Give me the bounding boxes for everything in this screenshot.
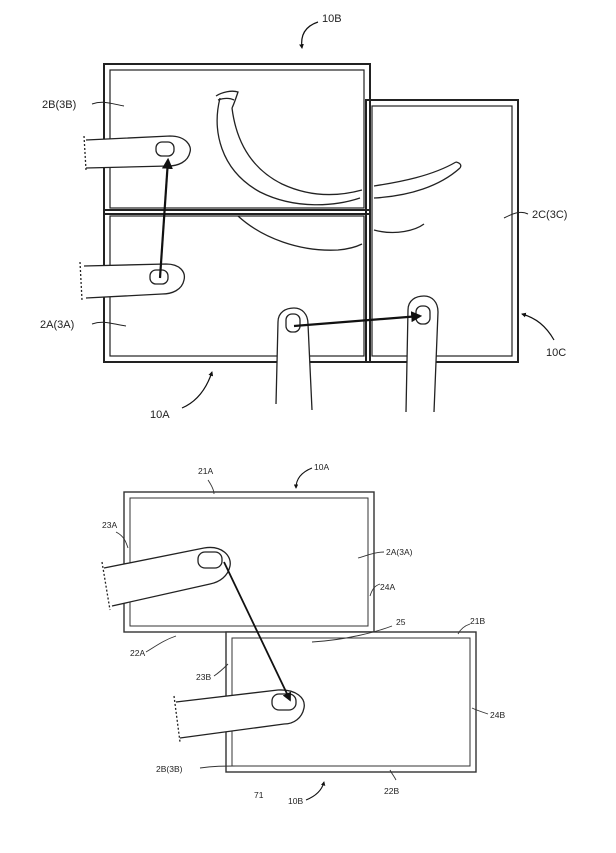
label-21a: 21A bbox=[198, 466, 213, 476]
label-23a: 23A bbox=[102, 520, 117, 530]
finger-bottom-left bbox=[276, 308, 312, 410]
label-22b: 22B bbox=[384, 786, 399, 796]
label-10a-bottom: 10A bbox=[314, 462, 329, 472]
label-25: 25 bbox=[396, 617, 406, 627]
label-2a3a-bottom: 2A(3A) bbox=[386, 547, 413, 557]
label-10b-top: 10B bbox=[322, 13, 342, 25]
swipe-arrow-vertical bbox=[160, 160, 168, 278]
finger-on-10a bbox=[102, 547, 230, 610]
label-2b3b-bottom: 2B(3B) bbox=[156, 764, 183, 774]
label-23b: 23B bbox=[196, 672, 211, 682]
label-2a3a-top: 2A(3A) bbox=[40, 319, 74, 331]
finger-middle-left bbox=[80, 262, 184, 300]
finger-bottom-right bbox=[406, 296, 438, 412]
bottom-figure: 10A 21A 23A 2A(3A) 24A 25 21B 22A 23B 24… bbox=[102, 462, 505, 806]
label-10c-top: 10C bbox=[546, 347, 566, 359]
swipe-arrow-horizontal bbox=[294, 316, 420, 326]
banana-image bbox=[216, 91, 461, 250]
label-10a-top: 10A bbox=[150, 409, 170, 421]
finger-upper-left bbox=[84, 136, 190, 170]
label-22a: 22A bbox=[130, 648, 145, 658]
label-10b-bottom: 10B bbox=[288, 796, 303, 806]
top-figure: 10B 2B(3B) 2A(3A) 2C(3C) 10A 10C bbox=[40, 13, 567, 421]
label-2b3b-top: 2B(3B) bbox=[42, 99, 76, 111]
label-2c3c-top: 2C(3C) bbox=[532, 209, 567, 221]
device-10c-frame bbox=[366, 100, 518, 362]
label-21b: 21B bbox=[470, 616, 485, 626]
label-71: 71 bbox=[254, 790, 264, 800]
label-24a: 24A bbox=[380, 582, 395, 592]
label-24b: 24B bbox=[490, 710, 505, 720]
